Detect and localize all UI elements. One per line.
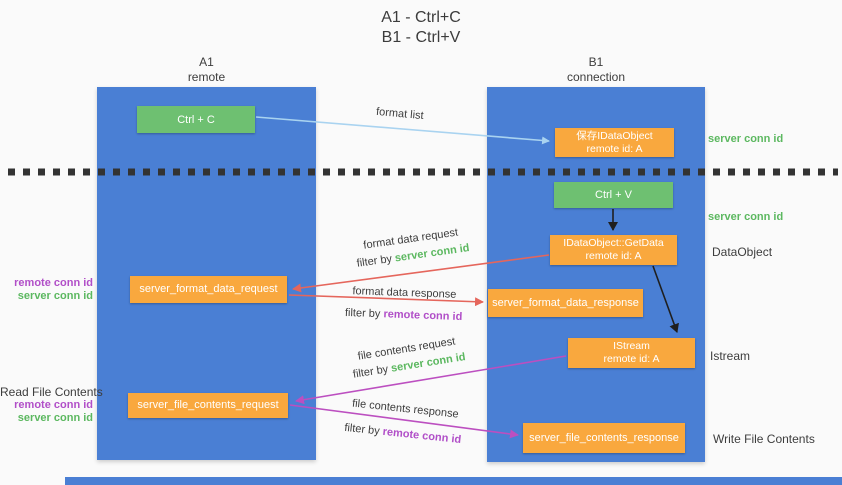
filter-by-text: filter by bbox=[352, 363, 390, 381]
file-contents-response-label-group: file contents response filter by remote … bbox=[328, 389, 480, 454]
remote-conn-id-left-1: remote conn id bbox=[14, 277, 93, 289]
ctrl-c-label: Ctrl + C bbox=[177, 113, 215, 126]
lane-header-a1: A1 remote bbox=[97, 55, 316, 85]
getdata-box: IDataObject::GetData remote id: A bbox=[550, 235, 677, 265]
save-dataobject-box: 保存IDataObject remote id: A bbox=[555, 128, 674, 157]
server-conn-id-right-top: server conn id bbox=[708, 133, 784, 145]
lane-b1-name: connection bbox=[566, 70, 626, 84]
format-data-response-label-group: format data response filter by remote co… bbox=[335, 280, 472, 329]
remote-conn-id-left-2: remote conn id bbox=[14, 399, 93, 411]
lane-a1-name: remote bbox=[187, 70, 226, 84]
lane-a1-id: A1 bbox=[199, 55, 214, 69]
format-list-label: format list bbox=[375, 105, 425, 123]
server-format-data-response-box: server_format_data_response bbox=[488, 289, 643, 317]
lane-header-b1: B1 connection bbox=[487, 55, 705, 85]
filter-by-text: filter by bbox=[355, 252, 393, 270]
bottom-blue-strip bbox=[65, 477, 842, 485]
filter-by-text: filter by bbox=[344, 306, 381, 321]
server-conn-id-left-1: server conn id bbox=[17, 290, 93, 302]
lane-b1-id: B1 bbox=[588, 55, 604, 69]
server-conn-id-right-mid: server conn id bbox=[708, 211, 784, 223]
filter-by-text: filter by bbox=[343, 421, 381, 438]
istream-title: IStream bbox=[613, 340, 650, 352]
left-conn-id-group-1: remote conn id server conn id bbox=[0, 277, 93, 303]
ctrl-v-box: Ctrl + V bbox=[554, 182, 673, 208]
remote-conn-id-text: remote conn id bbox=[383, 308, 463, 324]
read-file-contents-label: Read File Contents bbox=[0, 385, 103, 399]
remote-conn-id-text: remote conn id bbox=[382, 425, 462, 447]
istream-remote-id: remote id: A bbox=[603, 353, 660, 365]
server-file-contents-response-label: server_file_contents_response bbox=[529, 431, 679, 444]
ctrl-v-label: Ctrl + V bbox=[595, 189, 632, 201]
istream-side-label: Istream bbox=[710, 349, 751, 363]
filter-by-remote-conn-id-label-1: filter by remote conn id bbox=[335, 302, 472, 329]
getdata-remote-id: remote id: A bbox=[585, 250, 642, 262]
istream-box: IStream remote id: A bbox=[568, 338, 695, 368]
save-dataobject-remote-id: remote id: A bbox=[586, 142, 643, 155]
title-line-2: B1 - Ctrl+V bbox=[381, 29, 461, 46]
server-format-data-request-box: server_format_data_request bbox=[130, 276, 287, 303]
ctrl-c-box: Ctrl + C bbox=[137, 106, 255, 133]
server-format-data-request-label: server_format_data_request bbox=[139, 283, 278, 295]
getdata-title: IDataObject::GetData bbox=[563, 237, 664, 249]
diagram-title: A1 - Ctrl+C B1 - Ctrl+V bbox=[0, 8, 842, 48]
server-file-contents-request-box: server_file_contents_request bbox=[128, 393, 288, 418]
file-contents-request-label-group: file contents request filter by server c… bbox=[338, 331, 478, 386]
format-data-request-label-group: format data request filter by server con… bbox=[340, 221, 483, 274]
server-format-data-response-label: server_format_data_response bbox=[492, 296, 639, 309]
server-file-contents-request-label: server_file_contents_request bbox=[137, 399, 279, 411]
write-file-contents-label: Write File Contents bbox=[713, 432, 815, 446]
save-dataobject-title: 保存IDataObject bbox=[576, 129, 653, 142]
server-file-contents-response-box: server_file_contents_response bbox=[523, 423, 685, 453]
left-conn-id-group-2: Read File Contents remote conn id server… bbox=[0, 385, 103, 425]
server-conn-id-left-2: server conn id bbox=[17, 412, 93, 424]
title-line-1: A1 - Ctrl+C bbox=[381, 9, 461, 26]
dataobject-label: DataObject bbox=[712, 245, 773, 259]
